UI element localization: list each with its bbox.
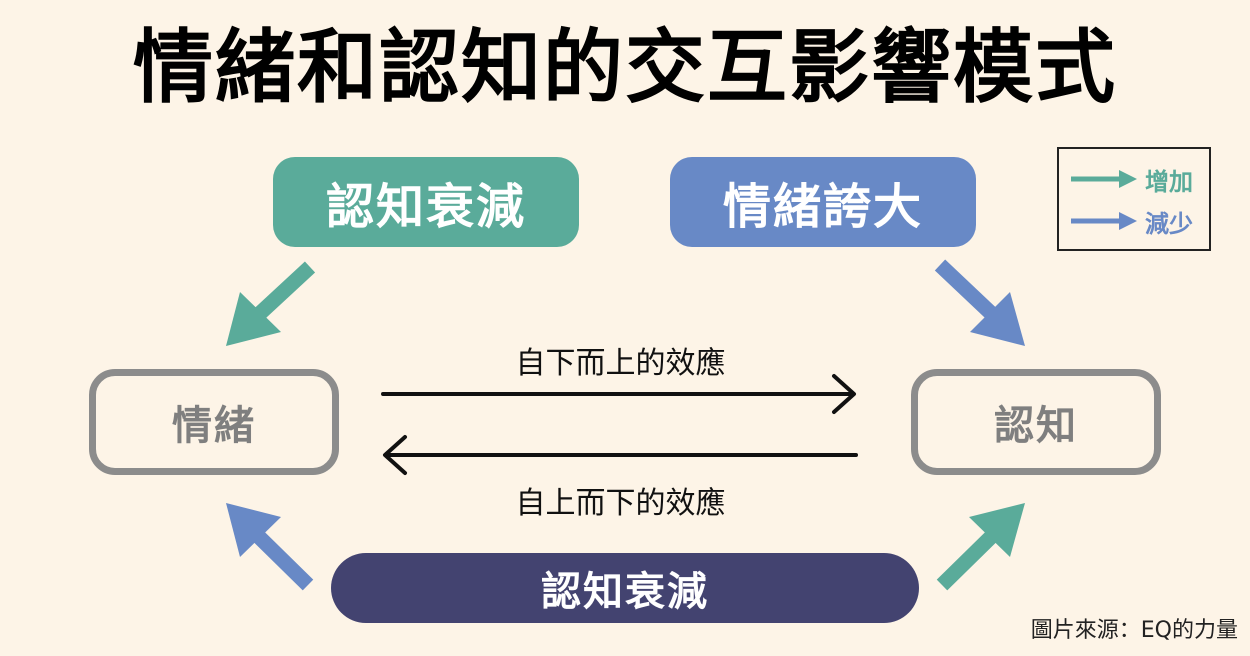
legend-label-increase: 增加: [1145, 167, 1193, 196]
pill-cognition-decline-bottom: 認知衰減: [331, 553, 919, 623]
arrow-teal-up-to-cognition: [936, 503, 1025, 591]
arrow-increase-icon: [1071, 170, 1137, 188]
arrow-decrease-icon: [1071, 212, 1137, 230]
node-emotion: 情緒: [89, 369, 339, 475]
label-bottom-up-effect: 自下而上的效應: [515, 346, 726, 381]
arrow-blue-up-to-emotion: [226, 503, 314, 591]
legend-item-increase: 增加: [1069, 159, 1193, 199]
arrow-left-top-down: [383, 435, 858, 475]
label-top-down-effect: 自上而下的效應: [515, 486, 726, 521]
pill-cognition-decline-top: 認知衰減: [273, 157, 579, 247]
pill-emotion-exaggeration: 情緒誇大: [670, 157, 976, 247]
arrow-right-bottom-up: [381, 374, 856, 414]
diagram-title: 情緒和認知的交互影響模式: [133, 21, 1117, 114]
legend-item-decrease: 減少: [1069, 201, 1193, 241]
legend-label-decrease: 減少: [1145, 209, 1193, 238]
image-source-credit: 圖片來源：EQ的力量: [1030, 618, 1238, 643]
arrow-blue-to-cognition: [934, 259, 1025, 346]
node-cognition: 認知: [911, 369, 1161, 475]
arrow-teal-to-emotion: [226, 261, 316, 346]
legend: 增加 減少: [1057, 147, 1211, 251]
